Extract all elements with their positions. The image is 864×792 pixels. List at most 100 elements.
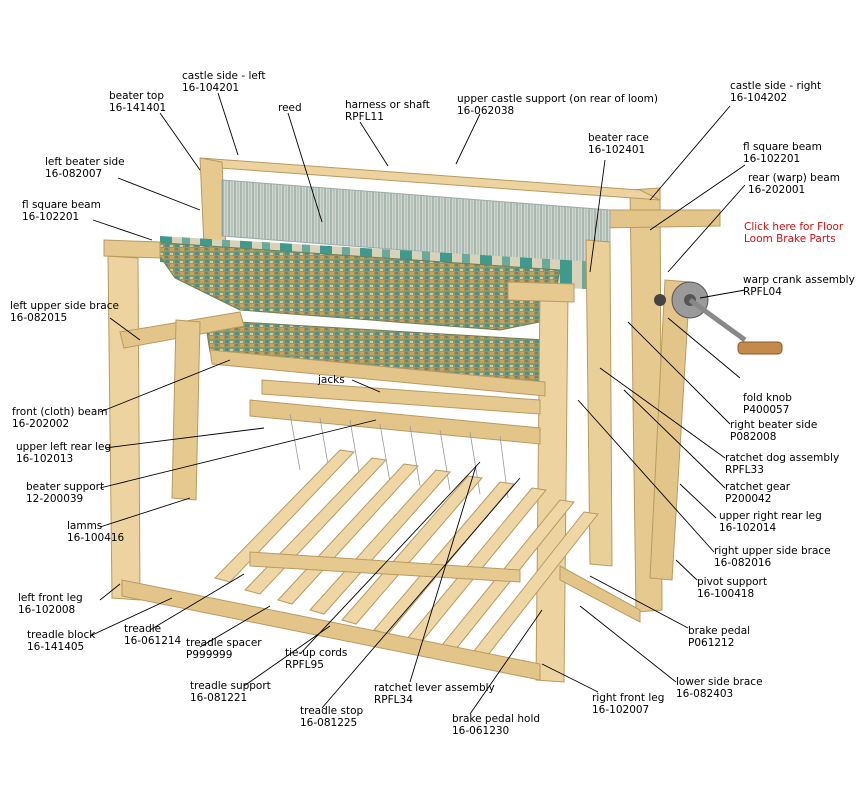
label-name: fl square beam (22, 199, 101, 211)
jacks-shape (261, 379, 541, 415)
label-name: beater race (588, 132, 649, 144)
label-code: 16-102201 (743, 153, 801, 165)
label-treadle-support: treadle support 16-081221 (190, 680, 271, 704)
label-name: right beater side (730, 419, 818, 431)
label-reed: reed (278, 102, 302, 114)
label-upper-right-rear-leg: upper right rear leg 16-102014 (719, 510, 822, 534)
label-code: P082008 (730, 431, 777, 443)
right-top-cap-shape (507, 281, 575, 303)
floor-loom-brake-parts-link[interactable]: Click here for Floor Loom Brake Parts (744, 221, 843, 245)
rear-right-leg-shape (649, 279, 691, 581)
label-right-front-leg: right front leg 16-102007 (592, 692, 664, 716)
label-code: 16-102008 (18, 604, 76, 616)
label-name: lower side brace (676, 676, 763, 688)
label-code: 16-082016 (714, 557, 772, 569)
label-name: fold knob (743, 392, 792, 404)
label-code: P200042 (725, 493, 772, 505)
label-name: left upper side brace (10, 300, 119, 312)
label-name: treadle stop (300, 705, 364, 717)
lower-side-brace-shape (559, 565, 641, 623)
treadle-stop-shape (249, 551, 521, 583)
label-beater-top: beater top 16-141401 (109, 90, 166, 114)
label-name: castle side - right (730, 80, 822, 92)
label-code: 16-102401 (588, 144, 646, 156)
label-treadle-spacer: treadle spacer P999999 (186, 637, 262, 661)
label-left-front-leg: left front leg 16-102008 (18, 592, 83, 616)
label-name: right front leg (592, 692, 665, 704)
front-cloth-beam-shape (209, 349, 546, 397)
label-left-beater-side: left beater side 16-082007 (45, 156, 125, 180)
label-code: RPFL04 (743, 286, 782, 298)
label-name: upper castle support (on rear of loom) (457, 93, 658, 105)
label-name: treadle spacer (186, 637, 262, 649)
label-code: 16-100416 (67, 532, 125, 544)
link-line-2: Loom Brake Parts (744, 233, 836, 245)
lamms-shape (249, 399, 541, 445)
rear-warp-beam-shape (599, 209, 721, 229)
treadles-shape (214, 449, 599, 661)
label-code: 16-141405 (27, 641, 85, 653)
label-ratchet-lever-assembly: ratchet lever assembly RPFL34 (374, 682, 495, 706)
label-name: left front leg (18, 592, 83, 604)
label-code: P999999 (186, 649, 233, 661)
label-ratchet-gear: ratchet gear P200042 (725, 481, 790, 505)
label-front-cloth-beam: front (cloth) beam 16-202002 (12, 406, 108, 430)
label-name: brake pedal hold (452, 713, 541, 725)
label-code: 16-202002 (12, 418, 70, 430)
treadle-support-shape (121, 579, 541, 681)
label-upper-left-rear-leg: upper left rear leg 16-102013 (16, 441, 111, 465)
label-code: 16-062038 (457, 105, 515, 117)
label-code: 16-104201 (182, 82, 240, 94)
label-name: rear (warp) beam (748, 172, 840, 184)
label-jacks: jacks (318, 374, 345, 386)
label-name: jacks (318, 374, 345, 386)
label-name: upper right rear leg (719, 510, 822, 522)
label-name: warp crank assembly (743, 274, 855, 286)
label-name: treadle support (190, 680, 271, 692)
label-treadle-stop: treadle stop 16-081225 (300, 705, 363, 729)
label-name: beater top (109, 90, 164, 102)
right-beater-side-shape (585, 239, 613, 567)
label-name: harness or shaft (345, 99, 430, 111)
label-code: 16-102014 (719, 522, 777, 534)
label-code: 16-082403 (676, 688, 734, 700)
label-brake-pedal: brake pedal P061212 (688, 625, 750, 649)
label-code: P061212 (688, 637, 735, 649)
upper-left-rear-leg-shape (171, 319, 201, 501)
left-top-cap-shape (103, 239, 161, 259)
warp-crank-shape (654, 281, 783, 355)
label-name: reed (278, 102, 302, 114)
label-code: 16-082007 (45, 168, 103, 180)
label-beater-race: beater race 16-102401 (588, 132, 649, 156)
label-code: RPFL34 (374, 694, 413, 706)
label-name: ratchet lever assembly (374, 682, 495, 694)
label-code: 16-141401 (109, 102, 167, 114)
label-brake-pedal-hold: brake pedal hold 16-061230 (452, 713, 540, 737)
label-code: 16-104202 (730, 92, 788, 104)
label-harness-or-shaft: harness or shaft RPFL11 (345, 99, 430, 123)
label-name: treadle (124, 623, 162, 635)
label-code: 16-202001 (748, 184, 806, 196)
label-fl-square-beam-right: fl square beam 16-102201 (743, 141, 822, 165)
label-warp-crank-assembly: warp crank assembly RPFL04 (743, 274, 855, 298)
label-name: upper left rear leg (16, 441, 112, 453)
label-code: RPFL11 (345, 111, 384, 123)
label-code: 16-100418 (697, 588, 755, 600)
label-code: 16-082015 (10, 312, 68, 324)
label-name: front (cloth) beam (12, 406, 108, 418)
link-line-1: Click here for Floor (744, 221, 844, 233)
label-code: P400057 (743, 404, 790, 416)
label-name: fl square beam (743, 141, 822, 153)
label-name: brake pedal (688, 625, 751, 637)
label-name: tie-up cords (285, 647, 348, 659)
label-code: 16-061230 (452, 725, 510, 737)
label-treadle: treadle 16-061214 (124, 623, 181, 647)
label-name: treadle block (27, 629, 96, 641)
label-right-beater-side: right beater side P082008 (730, 419, 817, 443)
label-code: 16-102013 (16, 453, 74, 465)
label-rear-warp-beam: rear (warp) beam 16-202001 (748, 172, 840, 196)
label-fl-square-beam-left: fl square beam 16-102201 (22, 199, 101, 223)
right-front-leg-shape (535, 289, 569, 683)
